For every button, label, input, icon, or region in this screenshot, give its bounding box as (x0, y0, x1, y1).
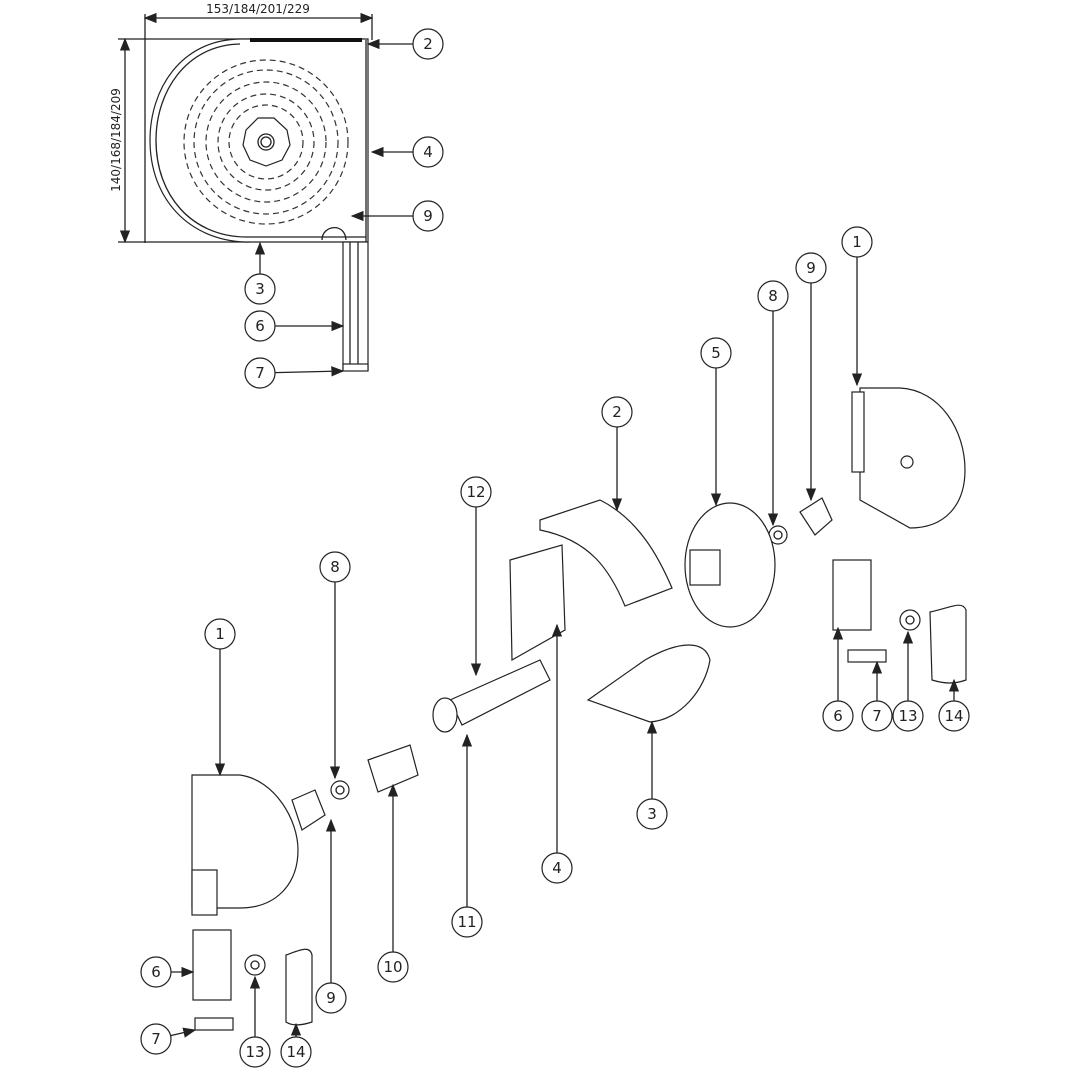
callout-circle (412, 136, 444, 168)
callout-circle (244, 273, 276, 305)
callout-number: 7 (151, 1030, 161, 1048)
callout-exploded-view-21: 14 (280, 1022, 312, 1068)
callout-circle (861, 700, 893, 732)
callout-circle (822, 700, 854, 732)
callout-circle (412, 28, 444, 60)
callout-circle (541, 852, 573, 884)
callout-number: 13 (898, 707, 917, 725)
callout-number: 9 (806, 259, 816, 277)
callout-circle (315, 982, 347, 1014)
callout-circle (140, 1023, 172, 1055)
callout-exploded-view-10: 7 (861, 660, 893, 732)
callout-circle (700, 337, 732, 369)
callout-number: 11 (457, 913, 476, 931)
callout-circle (280, 1036, 312, 1068)
callout-section-view-3: 9 (350, 200, 444, 232)
callout-circle (412, 200, 444, 232)
callout-number: 2 (423, 35, 433, 53)
callout-circle (140, 956, 172, 988)
callout-circle (204, 618, 236, 650)
callout-number: 5 (711, 344, 721, 362)
height-dimension-label: 140/168/184/209 (109, 88, 123, 192)
callout-circle (636, 798, 668, 830)
callout-number: 8 (768, 287, 778, 305)
callout-exploded-view-17: 9 (315, 818, 347, 1014)
callout-number: 8 (330, 558, 340, 576)
callout-number: 1 (215, 625, 225, 643)
leader-line (274, 366, 345, 377)
callout-number: 6 (255, 317, 265, 335)
callout-circle (239, 1036, 271, 1068)
callout-exploded-view-20: 13 (239, 975, 271, 1068)
callout-circle (601, 396, 633, 428)
callout-section-view-4: 3 (244, 241, 276, 305)
callout-exploded-view-14: 4 (541, 623, 573, 884)
callout-labels: 2 4 9 3 6 7 1 9 8 5 2 12 8 1 6 7 13 14 3 4 11 10 9 6 7 13 14 (140, 28, 970, 1068)
callout-circle (319, 551, 351, 583)
callout-exploded-view-6: 12 (460, 476, 492, 677)
callout-number: 9 (423, 207, 433, 225)
callout-exploded-view-19: 7 (140, 1023, 197, 1055)
callout-exploded-view-9: 6 (822, 626, 854, 732)
callout-number: 14 (944, 707, 963, 725)
callout-number: 10 (383, 958, 402, 976)
callout-exploded-view-5: 2 (601, 396, 633, 512)
callout-exploded-view-7: 8 (319, 551, 351, 780)
callout-exploded-view-16: 10 (377, 783, 409, 983)
callout-exploded-view-12: 14 (938, 678, 970, 732)
callout-number: 7 (255, 364, 265, 382)
callout-number: 3 (255, 280, 265, 298)
callout-number: 7 (872, 707, 882, 725)
callout-number: 6 (151, 963, 161, 981)
callout-number: 2 (612, 403, 622, 421)
callout-number: 1 (852, 233, 862, 251)
callout-circle (244, 310, 276, 342)
callout-section-view-6: 7 (244, 357, 345, 389)
callout-exploded-view-8: 1 (204, 618, 236, 777)
callout-circle (460, 476, 492, 508)
exploded-parts (191, 387, 967, 1031)
callout-exploded-view-13: 3 (636, 720, 668, 830)
callout-number: 14 (286, 1043, 305, 1061)
callout-number: 4 (423, 143, 433, 161)
callout-exploded-view-2: 9 (795, 252, 827, 502)
callout-circle (795, 252, 827, 284)
callout-circle (841, 226, 873, 258)
callout-exploded-view-4: 5 (700, 337, 732, 507)
callout-circle (451, 906, 483, 938)
callout-number: 13 (245, 1043, 264, 1061)
callout-section-view-1: 2 (366, 28, 444, 60)
callout-circle (377, 951, 409, 983)
section-view: 153/184/201/229 140/168/184/209 (109, 2, 374, 372)
callout-exploded-view-1: 1 (841, 226, 873, 387)
callout-circle (757, 280, 789, 312)
callout-section-view-2: 4 (370, 136, 444, 168)
callout-circle (938, 700, 970, 732)
callout-exploded-view-18: 6 (140, 956, 195, 988)
callout-number: 12 (466, 483, 485, 501)
leader-line (170, 1027, 197, 1038)
callout-number: 3 (647, 805, 657, 823)
callout-circle (892, 700, 924, 732)
width-dimension-label: 153/184/201/229 (206, 2, 310, 16)
callout-section-view-5: 6 (244, 310, 345, 342)
callout-exploded-view-11: 13 (892, 630, 924, 732)
callout-circle (244, 357, 276, 389)
callout-exploded-view-3: 8 (757, 280, 789, 527)
callout-number: 6 (833, 707, 843, 725)
callout-exploded-view-15: 11 (451, 733, 483, 938)
callout-number: 4 (552, 859, 562, 877)
callout-number: 9 (326, 989, 336, 1007)
